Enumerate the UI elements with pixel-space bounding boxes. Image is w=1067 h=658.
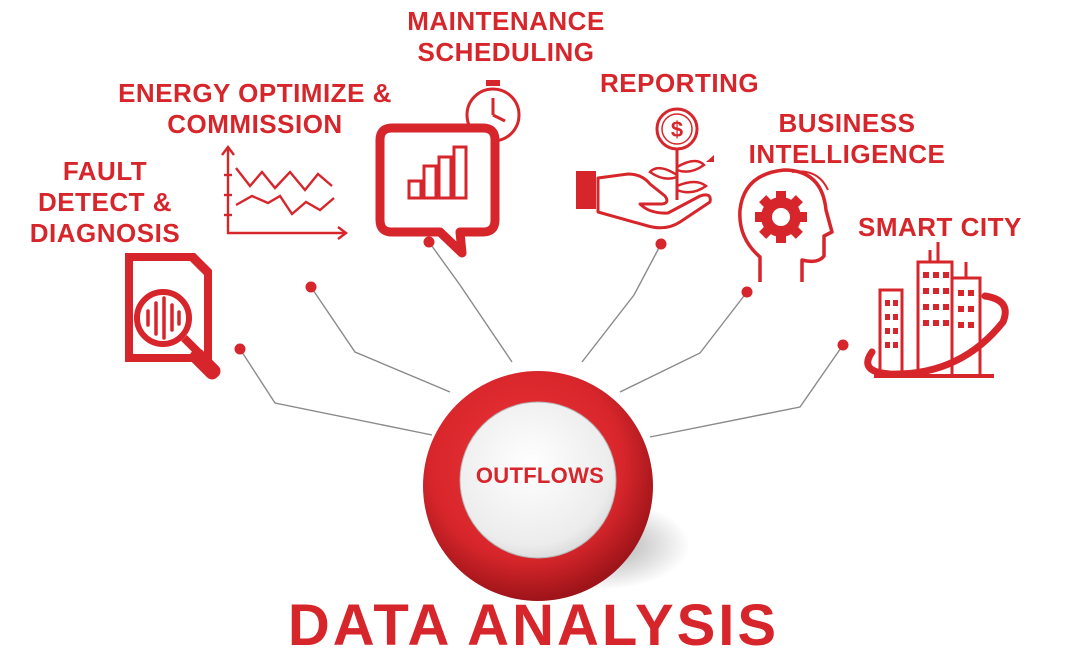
dot-reporting [655,238,667,250]
connector-energy [310,286,451,393]
hub [423,371,690,601]
line-chart-icon [221,145,348,240]
dot-smartcity [837,339,849,351]
label-reporting: REPORTING [600,68,760,98]
connector-fault [239,348,433,436]
dot-energy [305,281,317,293]
label-fault-detect: FAULT DETECT & DIAGNOSIS [29,156,181,248]
connector-maintenance [428,241,513,363]
dot-fault [234,343,246,355]
connector-lines [239,241,844,438]
connector-smartcity [649,344,844,438]
dot-maintenance [423,236,435,248]
dot-business [741,286,753,298]
label-energy-optimize: ENERGY OPTIMIZE & COMMISSION [118,78,392,139]
hand-money-plant-icon: $ [576,107,714,230]
connector-reporting [581,243,662,363]
label-smart-city: SMART CITY [858,212,1022,242]
connector-dots [234,236,849,355]
head-gear-icon [738,168,834,282]
city-buildings-icon [864,242,1009,378]
connector-business [619,291,748,393]
hub-label: OUTFLOWS [475,463,605,488]
label-business-intelligence: BUSINESS INTELLIGENCE [748,108,946,169]
label-maintenance: MAINTENANCE SCHEDULING [407,6,605,67]
document-magnifier-icon [125,253,221,380]
svg-text:$: $ [671,117,683,142]
diagram-title: DATA ANALYSIS [287,593,780,658]
stopwatch-bar-chart-icon [375,80,521,258]
